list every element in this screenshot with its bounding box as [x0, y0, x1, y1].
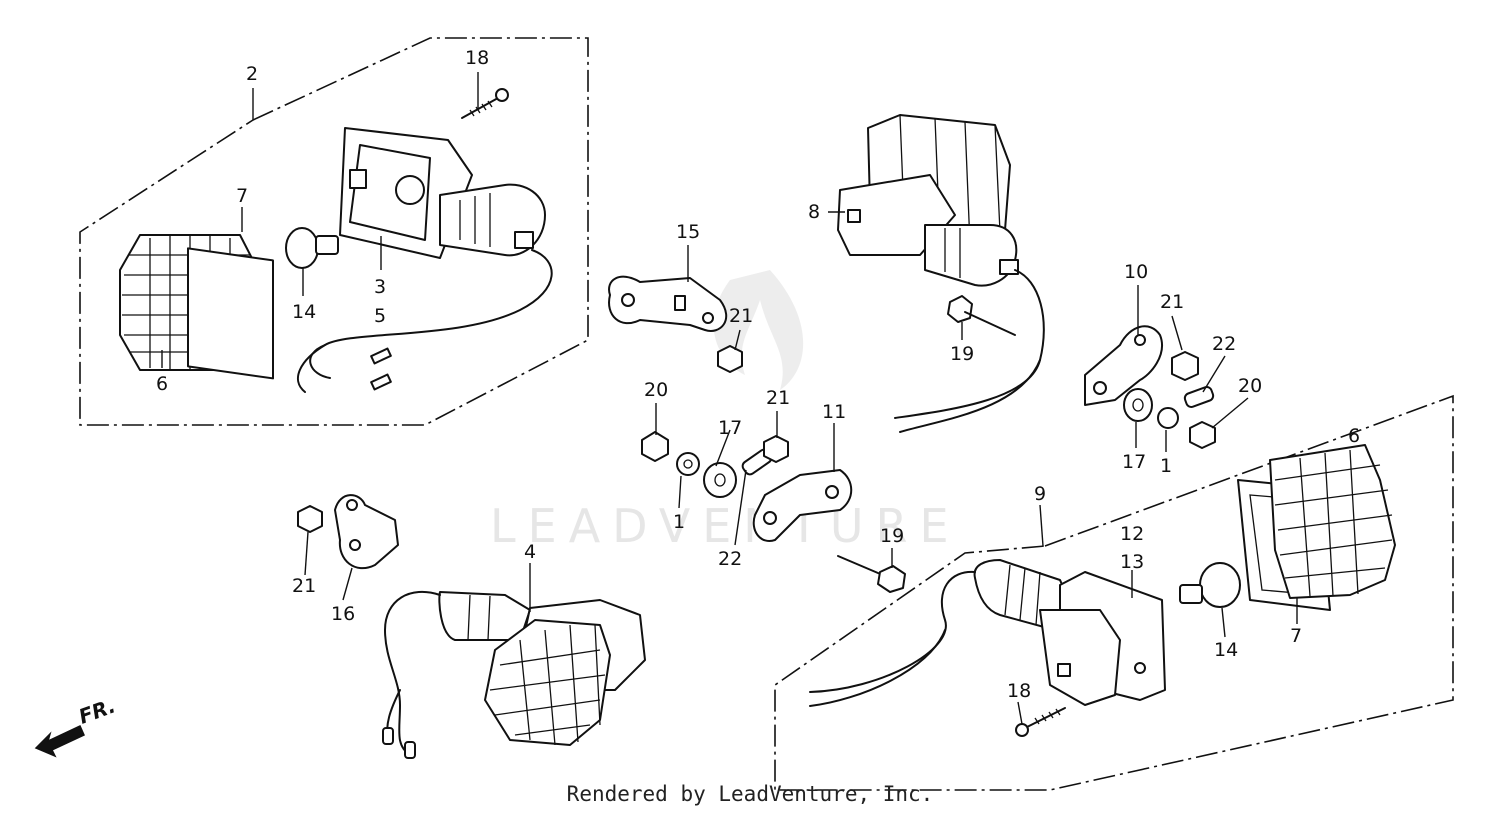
wire-connectors-upper-left: [370, 347, 392, 391]
callout-14-b: 14: [1214, 639, 1238, 661]
bracket-11: [752, 469, 853, 542]
wire-upper-left: [309, 249, 553, 379]
leader-lines: [161, 72, 1298, 725]
callout-1-a: 1: [673, 511, 685, 533]
callout-13: 13: [1120, 551, 1144, 573]
callout-14: 14: [292, 301, 316, 323]
callout-5: 5: [374, 305, 386, 327]
callout-3: 3: [374, 276, 386, 298]
turn-signal-lens-lower-right: [1269, 444, 1396, 599]
callout-16: 16: [331, 603, 355, 625]
callout-4: 4: [524, 541, 536, 563]
wire-lower-left: [384, 590, 441, 756]
watermark-logo: [713, 270, 804, 390]
nut-21-b: [1171, 351, 1199, 381]
turn-signal-lower-left: [438, 591, 646, 746]
nut-20-a: [641, 431, 669, 462]
callout-17-b: 17: [1122, 451, 1146, 473]
callout-22-b: 22: [1212, 333, 1236, 355]
bracket-10: [1084, 325, 1163, 406]
callout-21-c: 21: [766, 387, 790, 409]
callout-15: 15: [676, 221, 700, 243]
nut-21-c: [763, 435, 789, 463]
nut-21-a: [717, 345, 743, 373]
callout-6-b: 6: [1348, 425, 1360, 447]
callout-20-b: 20: [1238, 375, 1262, 397]
turn-signal-housing-upper-left: [339, 127, 546, 259]
footer-credit: Rendered by LeadVenture, Inc.: [566, 782, 934, 806]
callout-19-b: 19: [880, 525, 904, 547]
assembly-outline-left: [79, 37, 589, 426]
bracket-15: [608, 275, 728, 332]
collar-22-b: [1183, 386, 1215, 408]
callout-21-b: 21: [1160, 291, 1184, 313]
bolt-19-b: [837, 555, 906, 593]
callout-21-d: 21: [292, 575, 316, 597]
grommet-17-b: [1123, 388, 1153, 422]
nut-21-d: [297, 505, 323, 533]
collar-1-b: [1157, 407, 1179, 429]
callout-12: 12: [1120, 523, 1144, 545]
bracket-16: [334, 494, 399, 570]
bulb-upper-left: [285, 227, 339, 269]
callout-7: 7: [236, 185, 248, 207]
screw-upper-left: [461, 88, 509, 119]
direction-label: FR.: [76, 693, 119, 728]
grommet-17-a: [703, 462, 737, 498]
bulb-lower-right: [1179, 562, 1241, 608]
screw-lower-right: [1015, 707, 1066, 737]
callout-7-b: 7: [1290, 625, 1302, 647]
wire-connectors-lower-left: [382, 727, 416, 759]
collar-1-a: [676, 452, 700, 476]
callout-labels: 2 18 7 14 3 5 6 8 15 21 10 21 22 19 20 2…: [156, 47, 1360, 702]
callout-21-a: 21: [729, 305, 753, 327]
nut-20-b: [1189, 421, 1216, 449]
callout-11: 11: [822, 401, 846, 423]
callout-9: 9: [1034, 483, 1046, 505]
front-direction-arrow-icon: [34, 724, 85, 758]
wire-upper-right-2: [899, 359, 1041, 433]
wire-lower-right: [809, 570, 976, 693]
wire-lower-right-2: [809, 629, 946, 707]
lens-gasket-upper-left: [187, 247, 274, 380]
callout-20-a: 20: [644, 379, 668, 401]
turn-signal-upper-right: [837, 114, 1019, 287]
callout-10: 10: [1124, 261, 1148, 283]
callout-22-a: 22: [718, 548, 742, 570]
callout-2: 2: [246, 63, 258, 85]
callout-18: 18: [465, 47, 489, 69]
callout-19-a: 19: [950, 343, 974, 365]
turn-signal-housing-lower-right: [973, 559, 1166, 706]
assembly-outline-right: [774, 394, 1454, 791]
callout-8: 8: [808, 201, 820, 223]
wire-upper-left-2: [296, 344, 326, 393]
callout-17-a: 17: [718, 417, 742, 439]
bolt-upper-right: [947, 295, 1016, 336]
callout-6: 6: [156, 373, 168, 395]
callout-1-b: 1: [1160, 455, 1172, 477]
callout-18-b: 18: [1007, 680, 1031, 702]
watermark-text: LEADVENTURE: [490, 499, 961, 553]
